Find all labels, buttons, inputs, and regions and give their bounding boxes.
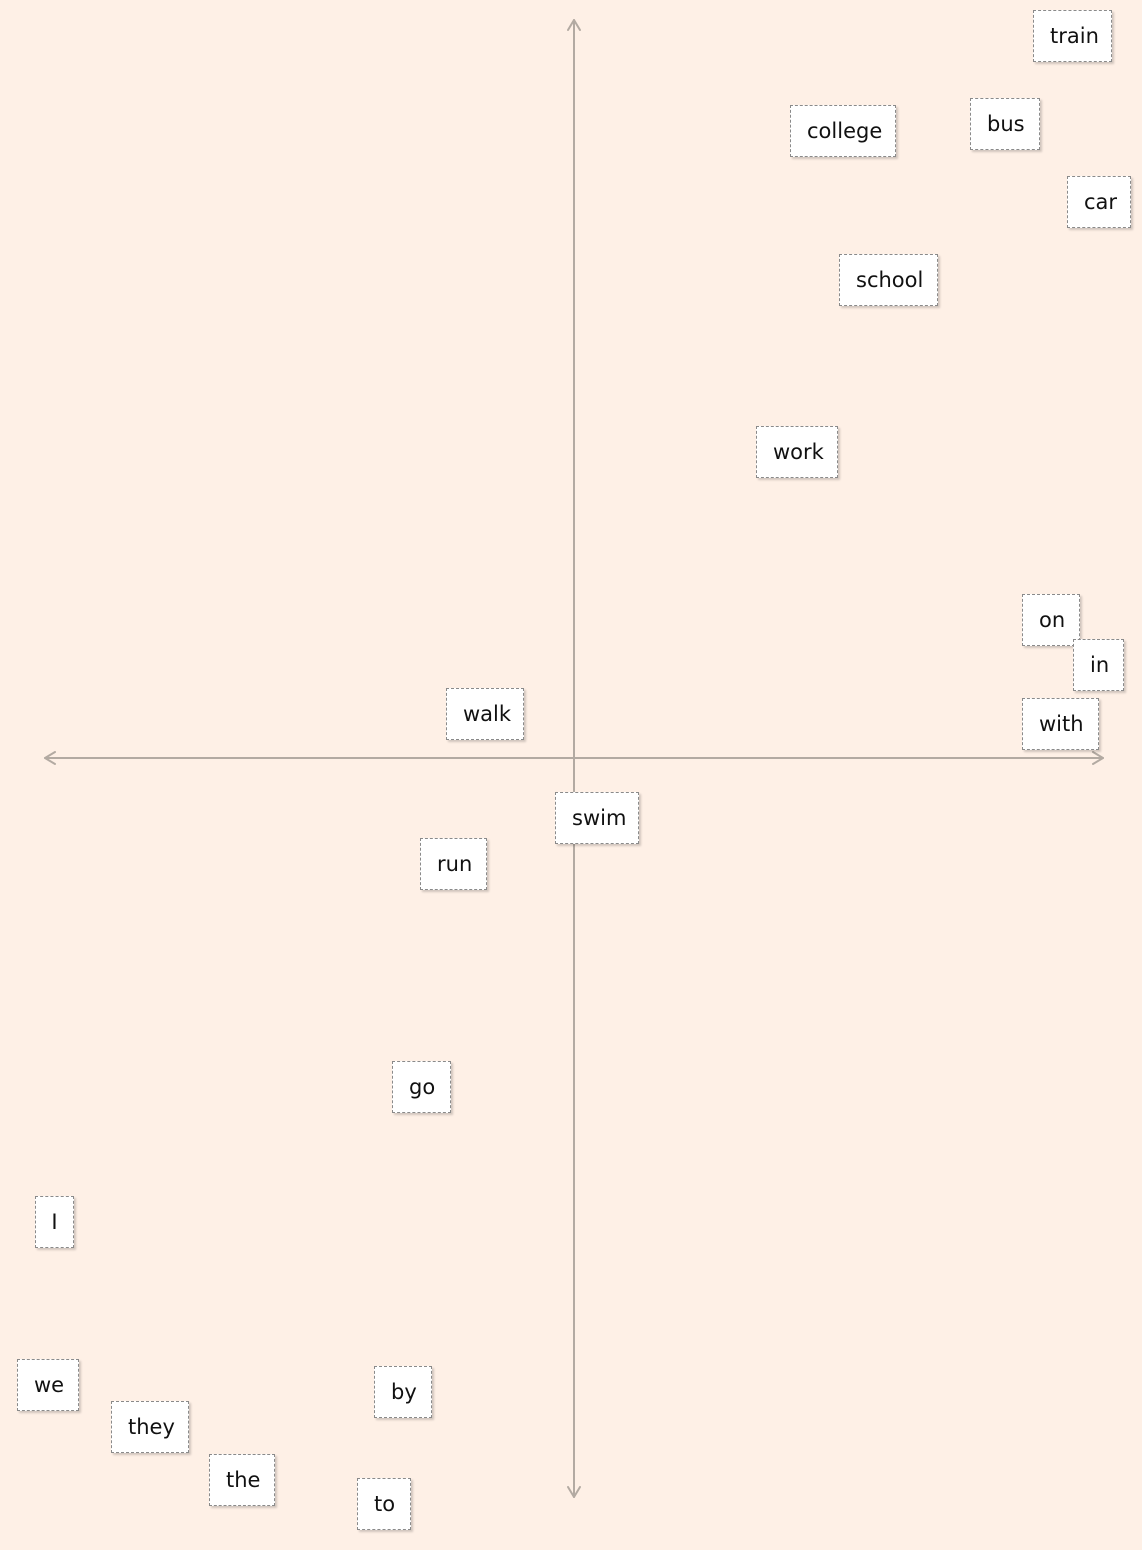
word-card-i[interactable]: I xyxy=(35,1196,74,1248)
horizontal-axis-right-arrowhead xyxy=(1092,751,1104,765)
word-card-we[interactable]: we xyxy=(17,1359,79,1411)
word-card-walk[interactable]: walk xyxy=(446,688,524,740)
word-card-train[interactable]: train xyxy=(1033,10,1112,62)
word-card-they[interactable]: they xyxy=(111,1401,189,1453)
word-card-run[interactable]: run xyxy=(420,838,487,890)
word-card-to[interactable]: to xyxy=(357,1478,411,1530)
word-card-in[interactable]: in xyxy=(1073,639,1124,691)
word-card-with[interactable]: with xyxy=(1022,698,1099,750)
word-card-by[interactable]: by xyxy=(374,1366,432,1418)
word-card-the[interactable]: the xyxy=(209,1454,275,1506)
word-card-car[interactable]: car xyxy=(1067,176,1131,228)
word-card-on[interactable]: on xyxy=(1022,594,1080,646)
word-card-swim[interactable]: swim xyxy=(555,792,639,844)
word-card-work[interactable]: work xyxy=(756,426,838,478)
horizontal-axis-left-arrowhead xyxy=(44,751,56,765)
word-card-bus[interactable]: bus xyxy=(970,98,1040,150)
vertical-axis-top-arrowhead xyxy=(567,19,581,31)
word-card-college[interactable]: college xyxy=(790,105,896,157)
word-card-go[interactable]: go xyxy=(392,1061,451,1113)
word-card-school[interactable]: school xyxy=(839,254,938,306)
vertical-axis-bottom-arrowhead xyxy=(567,1486,581,1498)
